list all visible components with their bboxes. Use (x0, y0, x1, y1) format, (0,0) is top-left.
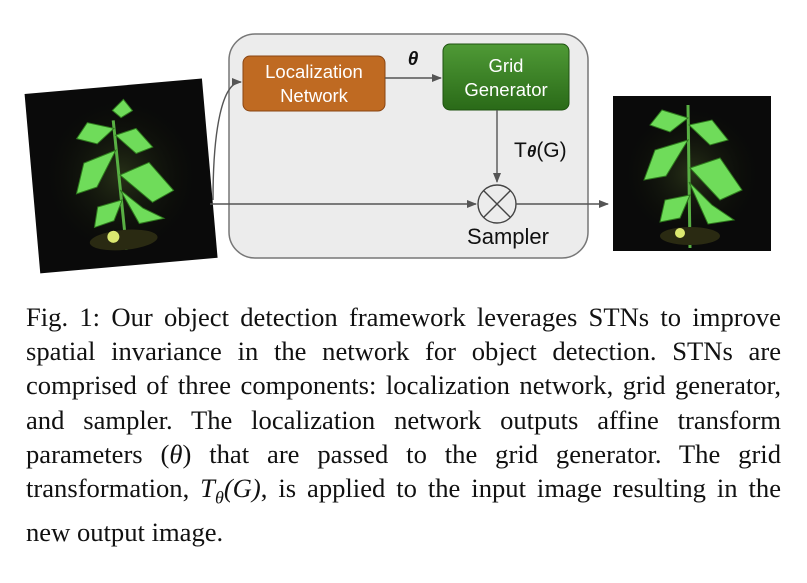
output-plant-image (613, 96, 771, 251)
input-plant-image (24, 78, 218, 274)
caption-fig-label: Fig. 1: (26, 302, 101, 332)
localization-network-label-line2: Network (280, 85, 349, 106)
grid-generator-label-line2: Generator (464, 79, 547, 100)
caption-tg-G: (G) (223, 473, 261, 504)
grid-generator-label-line1: Grid (489, 55, 524, 76)
caption-theta: θ (169, 438, 183, 469)
transform-label-suffix: (G) (536, 139, 566, 162)
transform-label-sub: θ (527, 142, 537, 161)
caption-tg-T: T (200, 473, 215, 504)
caption-part2: ) that are passed to the grid generator.… (26, 438, 781, 504)
transform-label-prefix: T (514, 139, 527, 162)
sampler-otimes-icon (477, 184, 517, 224)
localization-network-box (242, 55, 386, 112)
caption-part3: , is applied to the input image resultin… (26, 473, 781, 547)
arrow-input-to-localization (212, 78, 242, 201)
theta-label: θ (408, 49, 419, 70)
caption-part1: Our object detection framework leverages… (26, 302, 781, 469)
sampler-label: Sampler (467, 224, 549, 249)
transform-label: Tθ(G) (514, 139, 567, 162)
localization-network-label-line1: Localization (265, 61, 363, 82)
caption-tg-theta: θ (214, 487, 224, 508)
stn-diagram: Localization Network Grid Generator θ Tθ… (24, 33, 771, 274)
grid-generator-box (442, 43, 570, 111)
figure-caption: Fig. 1: Our object detection framework l… (26, 300, 781, 549)
